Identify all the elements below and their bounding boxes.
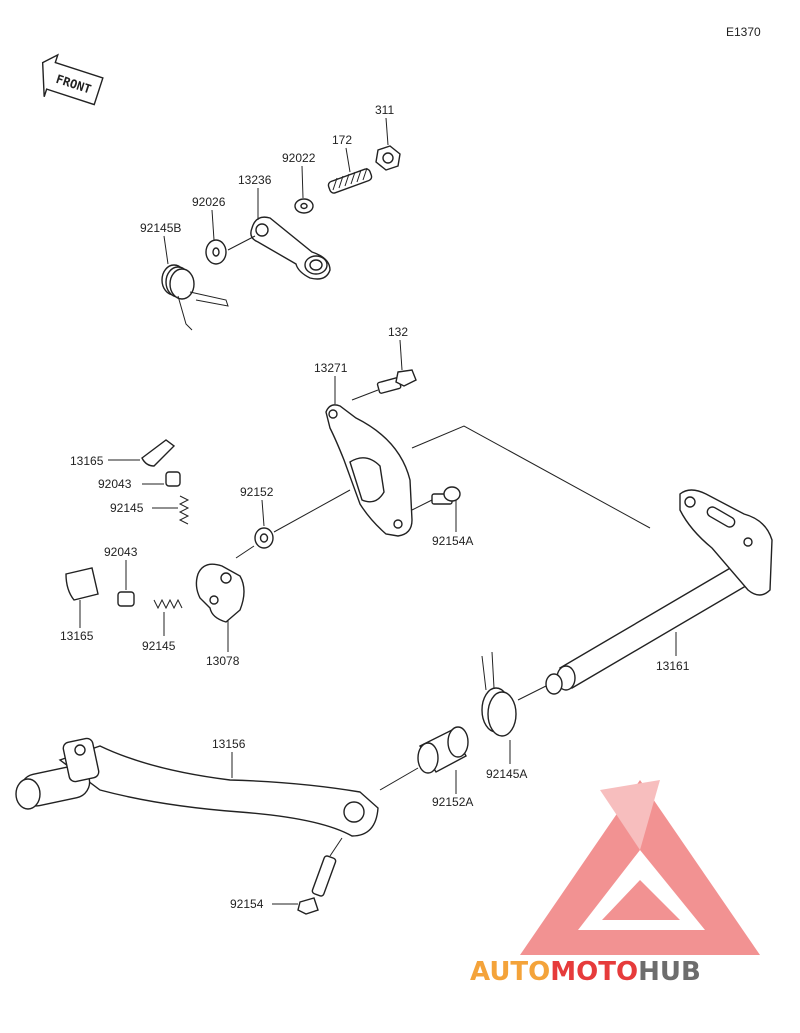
part-92145A-spring	[481, 651, 517, 737]
part-13078-shift-arm	[195, 563, 245, 623]
label-92026: 92026	[192, 195, 226, 209]
part-92043-pin-top	[165, 471, 181, 487]
figure-code: E1370	[726, 25, 761, 39]
part-13161-shift-shaft	[411, 425, 773, 695]
part-92152-washer	[254, 527, 274, 549]
label-13271: 13271	[314, 361, 348, 375]
label-92152: 92152	[240, 485, 274, 499]
label-92145A: 92145A	[486, 767, 527, 781]
part-13165-pawl-top	[141, 439, 176, 467]
label-13236: 13236	[238, 173, 272, 187]
label-92145-top: 92145	[110, 501, 144, 515]
part-92154-bolt	[297, 855, 337, 915]
part-92145-spring-top	[178, 495, 190, 525]
part-92022-washer	[294, 198, 314, 214]
part-92154A-bolt	[431, 486, 461, 505]
label-132: 132	[388, 325, 408, 339]
part-92043-pin-left	[117, 591, 135, 607]
part-311-nut	[375, 145, 401, 171]
part-13156-shift-pedal	[15, 737, 379, 837]
part-92026-washer	[205, 239, 227, 265]
label-172: 172	[332, 133, 352, 147]
part-92145-spring-left	[153, 598, 183, 610]
svg-text:AUTOMOTOHUB: AUTOMOTOHUB	[470, 957, 701, 987]
label-13078: 13078	[206, 654, 240, 668]
label-92154: 92154	[230, 897, 264, 911]
part-13236-link-arm	[250, 216, 331, 280]
part-132-bolt	[376, 369, 417, 394]
label-13165-left: 13165	[60, 629, 94, 643]
part-172-stud	[327, 167, 373, 194]
watermark-text: AUTOMOTOHUB	[470, 957, 701, 987]
watermark-part-3: HUB	[638, 957, 701, 987]
label-92043-top: 92043	[98, 477, 132, 491]
label-92022: 92022	[282, 151, 316, 165]
part-13165-pawl-left	[65, 567, 99, 601]
label-92145-left: 92145	[142, 639, 176, 653]
watermark-part-1: AUTO	[470, 957, 550, 987]
label-92152A: 92152A	[432, 795, 473, 809]
label-92043-left: 92043	[104, 545, 138, 559]
label-92154A: 92154A	[432, 534, 473, 548]
part-92152A-bush	[417, 726, 469, 774]
part-13271-plate	[325, 404, 413, 537]
watermark-part-2: MOTO	[550, 957, 638, 987]
label-13161: 13161	[656, 659, 690, 673]
front-arrow-icon: FRONT	[41, 53, 104, 106]
label-13165-top: 13165	[70, 454, 104, 468]
part-92145B-spring	[161, 264, 229, 331]
label-311: 311	[375, 103, 394, 117]
label-13156: 13156	[212, 737, 246, 751]
watermark-logo	[520, 780, 760, 955]
label-92145B: 92145B	[140, 221, 181, 235]
